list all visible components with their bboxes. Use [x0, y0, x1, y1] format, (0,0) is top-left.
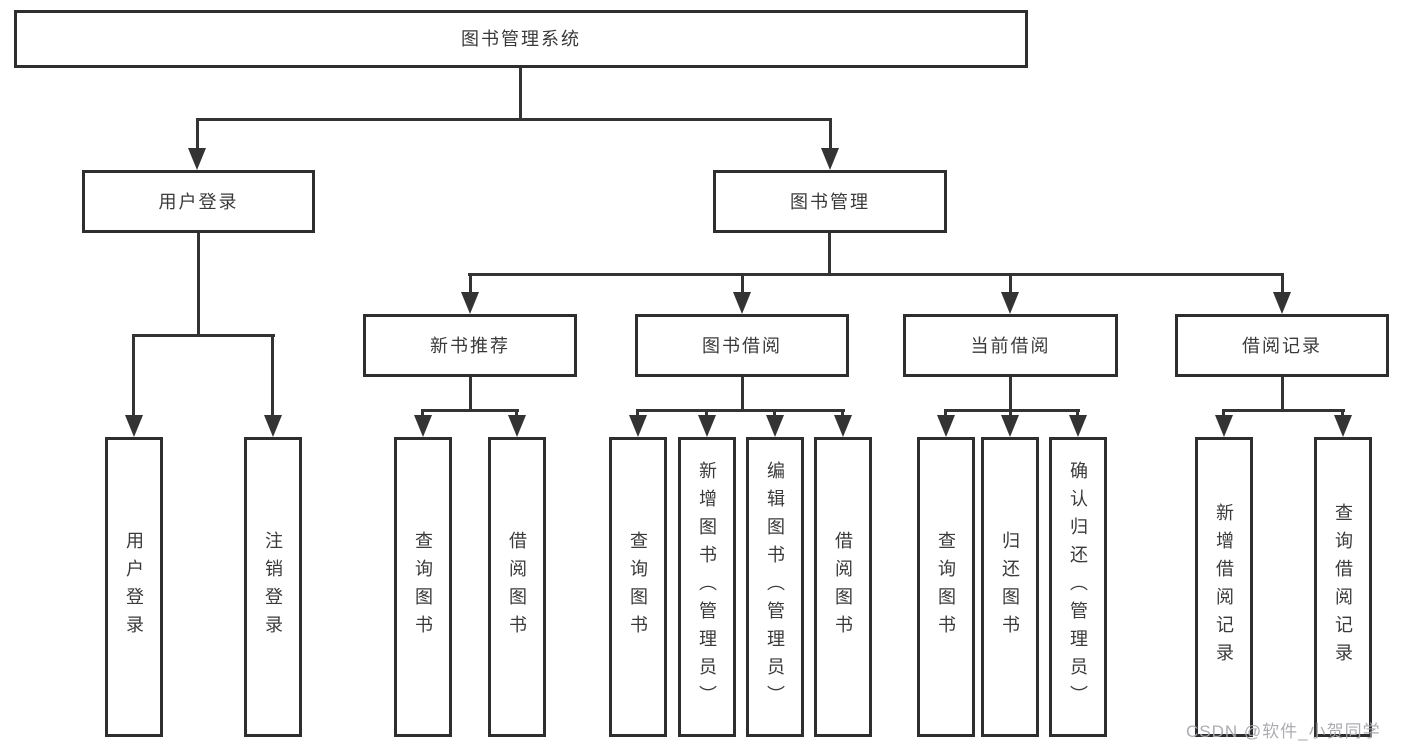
arrowhead-down-icon [125, 415, 143, 437]
connector-line [132, 334, 135, 418]
connector-line [196, 118, 199, 152]
connector-line [636, 409, 845, 412]
node-label: 归还图书 [1000, 531, 1020, 643]
connector-line [705, 409, 708, 419]
arrowhead-down-icon [414, 415, 432, 437]
node-borrow-books-recommend: 借阅图书 [488, 437, 546, 737]
node-label: 新增借阅记录 [1214, 503, 1234, 671]
arrowhead-down-icon [834, 415, 852, 437]
arrowhead-down-icon [508, 415, 526, 437]
node-current-borrowing: 当前借阅 [903, 314, 1118, 377]
connector-line [741, 273, 744, 297]
arrowhead-down-icon [1334, 415, 1352, 437]
node-label: 图书管理 [790, 191, 870, 212]
node-confirm-return-admin: 确认归还（管理员） [1049, 437, 1107, 737]
arrowhead-down-icon [698, 415, 716, 437]
connector-line [944, 409, 947, 419]
node-label: 借阅图书 [507, 531, 527, 643]
node-new-book-recommend: 新书推荐 [363, 314, 577, 377]
node-label: 查询图书 [628, 531, 648, 643]
connector-line [271, 334, 274, 418]
node-book-management: 图书管理 [713, 170, 947, 233]
connector-line [469, 273, 472, 297]
arrowhead-down-icon [1273, 292, 1291, 314]
arrowhead-down-icon [1001, 292, 1019, 314]
csdn-watermark: CSDN @软件_小贺同学 [1186, 722, 1381, 741]
connector-line [519, 68, 522, 120]
connector-line [773, 409, 776, 419]
node-label: 确认归还（管理员） [1068, 461, 1088, 713]
connector-line [132, 334, 275, 337]
connector-line [1009, 377, 1012, 410]
node-query-books-borrowing: 查询图书 [609, 437, 667, 737]
connector-line [741, 377, 744, 410]
node-label: 新增图书（管理员） [697, 461, 717, 713]
node-label: 图书管理系统 [461, 29, 581, 49]
arrowhead-down-icon [1001, 415, 1019, 437]
arrowhead-down-icon [821, 148, 839, 170]
connector-line [421, 409, 519, 412]
connector-line [1281, 273, 1284, 297]
arrowhead-down-icon [1215, 415, 1233, 437]
arrowhead-down-icon [629, 415, 647, 437]
node-label: 用户登录 [124, 531, 144, 643]
node-borrow-records: 借阅记录 [1175, 314, 1389, 377]
node-logout: 注销登录 [244, 437, 302, 737]
connector-line [1222, 409, 1225, 419]
connector-line [515, 409, 518, 419]
connector-line [1009, 409, 1012, 419]
node-label: 查询图书 [936, 531, 956, 643]
connector-line [469, 377, 472, 410]
node-label: 查询图书 [413, 531, 433, 643]
node-label: 编辑图书（管理员） [765, 461, 785, 713]
arrowhead-down-icon [264, 415, 282, 437]
arrowhead-down-icon [937, 415, 955, 437]
arrowhead-down-icon [733, 292, 751, 314]
node-label: 图书借阅 [702, 335, 782, 356]
arrowhead-down-icon [766, 415, 784, 437]
node-query-books-recommend: 查询图书 [394, 437, 452, 737]
arrowhead-down-icon [1069, 415, 1087, 437]
connector-line [197, 233, 200, 336]
connector-line [944, 409, 1080, 412]
node-return-books: 归还图书 [981, 437, 1039, 737]
connector-line [421, 409, 424, 419]
node-label: 用户登录 [158, 191, 239, 212]
connector-line [636, 409, 639, 419]
connector-line [196, 118, 832, 121]
node-label: 查询借阅记录 [1333, 503, 1353, 671]
node-label: 注销登录 [263, 531, 283, 643]
connector-line [841, 409, 844, 419]
arrowhead-down-icon [461, 292, 479, 314]
node-label: 当前借阅 [970, 335, 1051, 356]
node-label: 新书推荐 [430, 335, 510, 356]
node-user-login-leaf: 用户登录 [105, 437, 163, 737]
connector-line [1341, 409, 1344, 419]
connector-line [829, 118, 832, 152]
connector-line [468, 273, 1284, 276]
arrowhead-down-icon [188, 148, 206, 170]
node-query-borrow-record: 查询借阅记录 [1314, 437, 1372, 737]
node-label: 借阅图书 [833, 531, 853, 643]
connector-line [828, 233, 831, 275]
node-book-borrowing: 图书借阅 [635, 314, 849, 377]
connector-line [1281, 377, 1284, 410]
node-query-books-current: 查询图书 [917, 437, 975, 737]
node-borrow-books: 借阅图书 [814, 437, 872, 737]
connector-line [1076, 409, 1079, 419]
connector-line [1009, 273, 1012, 297]
node-label: 借阅记录 [1242, 335, 1322, 356]
node-library-system: 图书管理系统 [14, 10, 1028, 68]
node-edit-books-admin: 编辑图书（管理员） [746, 437, 804, 737]
node-add-books-admin: 新增图书（管理员） [678, 437, 736, 737]
node-add-borrow-record: 新增借阅记录 [1195, 437, 1253, 737]
connector-line [1222, 409, 1345, 412]
node-user-login: 用户登录 [82, 170, 315, 233]
